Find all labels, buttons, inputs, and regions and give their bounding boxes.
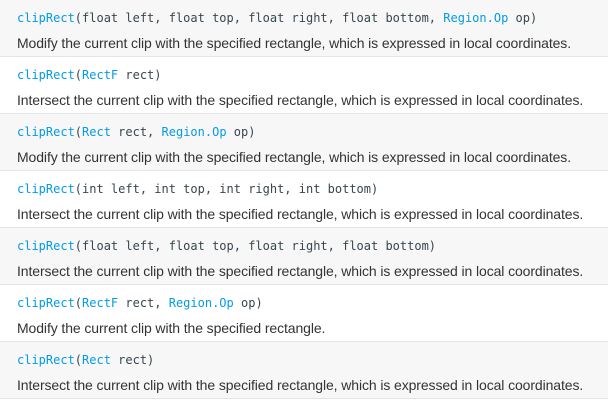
signature-text: op) [226, 125, 256, 139]
type-link[interactable]: Rect [82, 125, 111, 139]
signature-text: (float left, float top, float right, flo… [74, 239, 437, 253]
method-row: clipRect(Rect rect) Intersect the current… [0, 342, 608, 399]
method-row: clipRect(Rect rect, Region.Op op) Modify … [0, 114, 608, 171]
method-description: Modify the current clip with the specifi… [17, 35, 571, 51]
method-name-link[interactable]: clipRect [17, 182, 75, 196]
type-link[interactable]: RectF [82, 296, 119, 310]
method-signature: clipRect(int left, int top, int right, i… [17, 181, 378, 197]
signature-text: rect, [118, 296, 169, 310]
method-name-link[interactable]: clipRect [17, 68, 75, 82]
method-description: Modify the current clip with the specifi… [17, 149, 571, 165]
type-link[interactable]: Region.Op [168, 296, 234, 310]
method-signature: clipRect(RectF rect) [17, 67, 162, 83]
method-row: clipRect(float left, float top, float ri… [0, 0, 608, 57]
method-description: Intersect the current clip with the spec… [17, 206, 584, 222]
signature-text: (float left, float top, float right, flo… [74, 11, 444, 25]
method-description: Intersect the current clip with the spec… [17, 263, 584, 279]
type-link[interactable]: Region.Op [443, 11, 509, 25]
method-description: Intersect the current clip with the spec… [17, 92, 584, 108]
method-row: clipRect(RectF rect, Region.Op op) Modify… [0, 285, 608, 342]
signature-text: op) [508, 11, 538, 25]
method-name-link[interactable]: clipRect [17, 125, 75, 139]
method-name-link[interactable]: clipRect [17, 11, 75, 25]
signature-text: rect) [110, 353, 155, 367]
method-signature: clipRect(Rect rect) [17, 352, 154, 368]
signature-text: ( [74, 296, 83, 310]
signature-text: ( [74, 353, 83, 367]
method-signature: clipRect(float left, float top, float ri… [17, 10, 537, 26]
method-signature: clipRect(float left, float top, float ri… [17, 238, 436, 254]
method-row: clipRect(float left, float top, float ri… [0, 228, 608, 285]
signature-text: rect, [110, 125, 162, 139]
signature-text: rect) [118, 68, 162, 82]
method-name-link[interactable]: clipRect [17, 296, 75, 310]
signature-text: (int left, int top, int right, int botto… [74, 182, 379, 196]
method-name-link[interactable]: clipRect [17, 239, 75, 253]
type-link[interactable]: Rect [82, 353, 111, 367]
type-link[interactable]: RectF [82, 68, 119, 82]
signature-text: ( [74, 68, 83, 82]
signature-text: op) [233, 296, 263, 310]
method-description: Modify the current clip with the specifi… [17, 320, 326, 336]
method-row: clipRect(int left, int top, int right, i… [0, 171, 608, 228]
signature-text: ( [74, 125, 83, 139]
method-name-link[interactable]: clipRect [17, 353, 75, 367]
method-description: Intersect the current clip with the spec… [17, 377, 584, 393]
method-signature: clipRect(Rect rect, Region.Op op) [17, 124, 255, 140]
method-row: clipRect(RectF rect) Intersect the curren… [0, 57, 608, 114]
method-signature: clipRect(RectF rect, Region.Op op) [17, 295, 263, 311]
type-link[interactable]: Region.Op [161, 125, 227, 139]
